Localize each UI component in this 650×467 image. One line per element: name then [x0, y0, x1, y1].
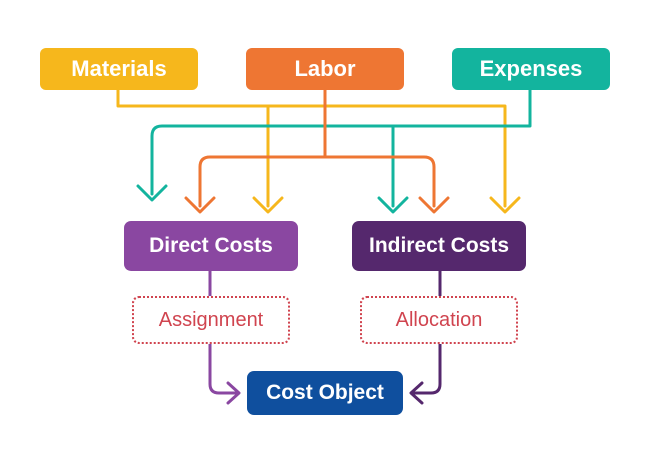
- indirect-connectors: [409, 269, 442, 405]
- expenses-arrowhead-direct: [136, 184, 168, 202]
- materials-arrowhead-direct: [252, 196, 284, 214]
- indirect-arrowhead: [409, 381, 424, 405]
- direct-costs-label: Direct Costs: [149, 234, 273, 257]
- allocation-box: Allocation: [360, 296, 518, 344]
- direct-connectors: [208, 269, 241, 405]
- labor-connectors: [184, 88, 450, 214]
- assignment-box: Assignment: [132, 296, 290, 344]
- direct-costs-box: Direct Costs: [124, 221, 298, 271]
- materials-box: Materials: [40, 48, 198, 90]
- indirect-costs-label: Indirect Costs: [368, 234, 510, 257]
- cost-object-box: Cost Object: [247, 371, 403, 415]
- expenses-connectors: [136, 88, 532, 214]
- labor-arrowhead-indirect: [418, 196, 450, 214]
- indirect-costs-box: Indirect Costs: [352, 221, 526, 271]
- allocation-to-cost-object-line: [412, 342, 442, 395]
- expenses-label: Expenses: [479, 56, 583, 81]
- cost-object-label: Cost Object: [266, 381, 384, 404]
- labor-label: Labor: [294, 56, 356, 81]
- labor-arrowhead-direct: [184, 196, 216, 214]
- expenses-box: Expenses: [452, 48, 610, 90]
- direct-arrowhead: [226, 381, 241, 405]
- materials-connectors: [116, 88, 521, 214]
- allocation-label: Allocation: [395, 308, 483, 331]
- materials-arrowhead-indirect: [489, 196, 521, 214]
- labor-box: Labor: [246, 48, 404, 90]
- materials-label: Materials: [71, 56, 167, 81]
- labor-branch: [198, 155, 436, 208]
- expenses-arrowhead-indirect: [377, 196, 409, 214]
- assignment-label: Assignment: [158, 308, 264, 331]
- materials-trunk: [116, 88, 507, 208]
- assignment-to-cost-object-line: [208, 342, 238, 395]
- expenses-trunk: [150, 88, 532, 196]
